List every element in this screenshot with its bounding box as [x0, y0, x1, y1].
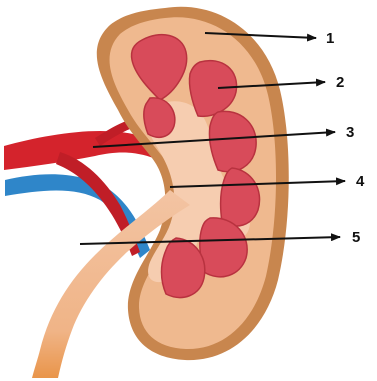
label-5: 5	[352, 229, 360, 246]
label-4: 4	[356, 173, 365, 190]
label-2: 2	[336, 74, 344, 91]
label-1: 1	[326, 30, 334, 47]
label-3: 3	[346, 124, 354, 141]
